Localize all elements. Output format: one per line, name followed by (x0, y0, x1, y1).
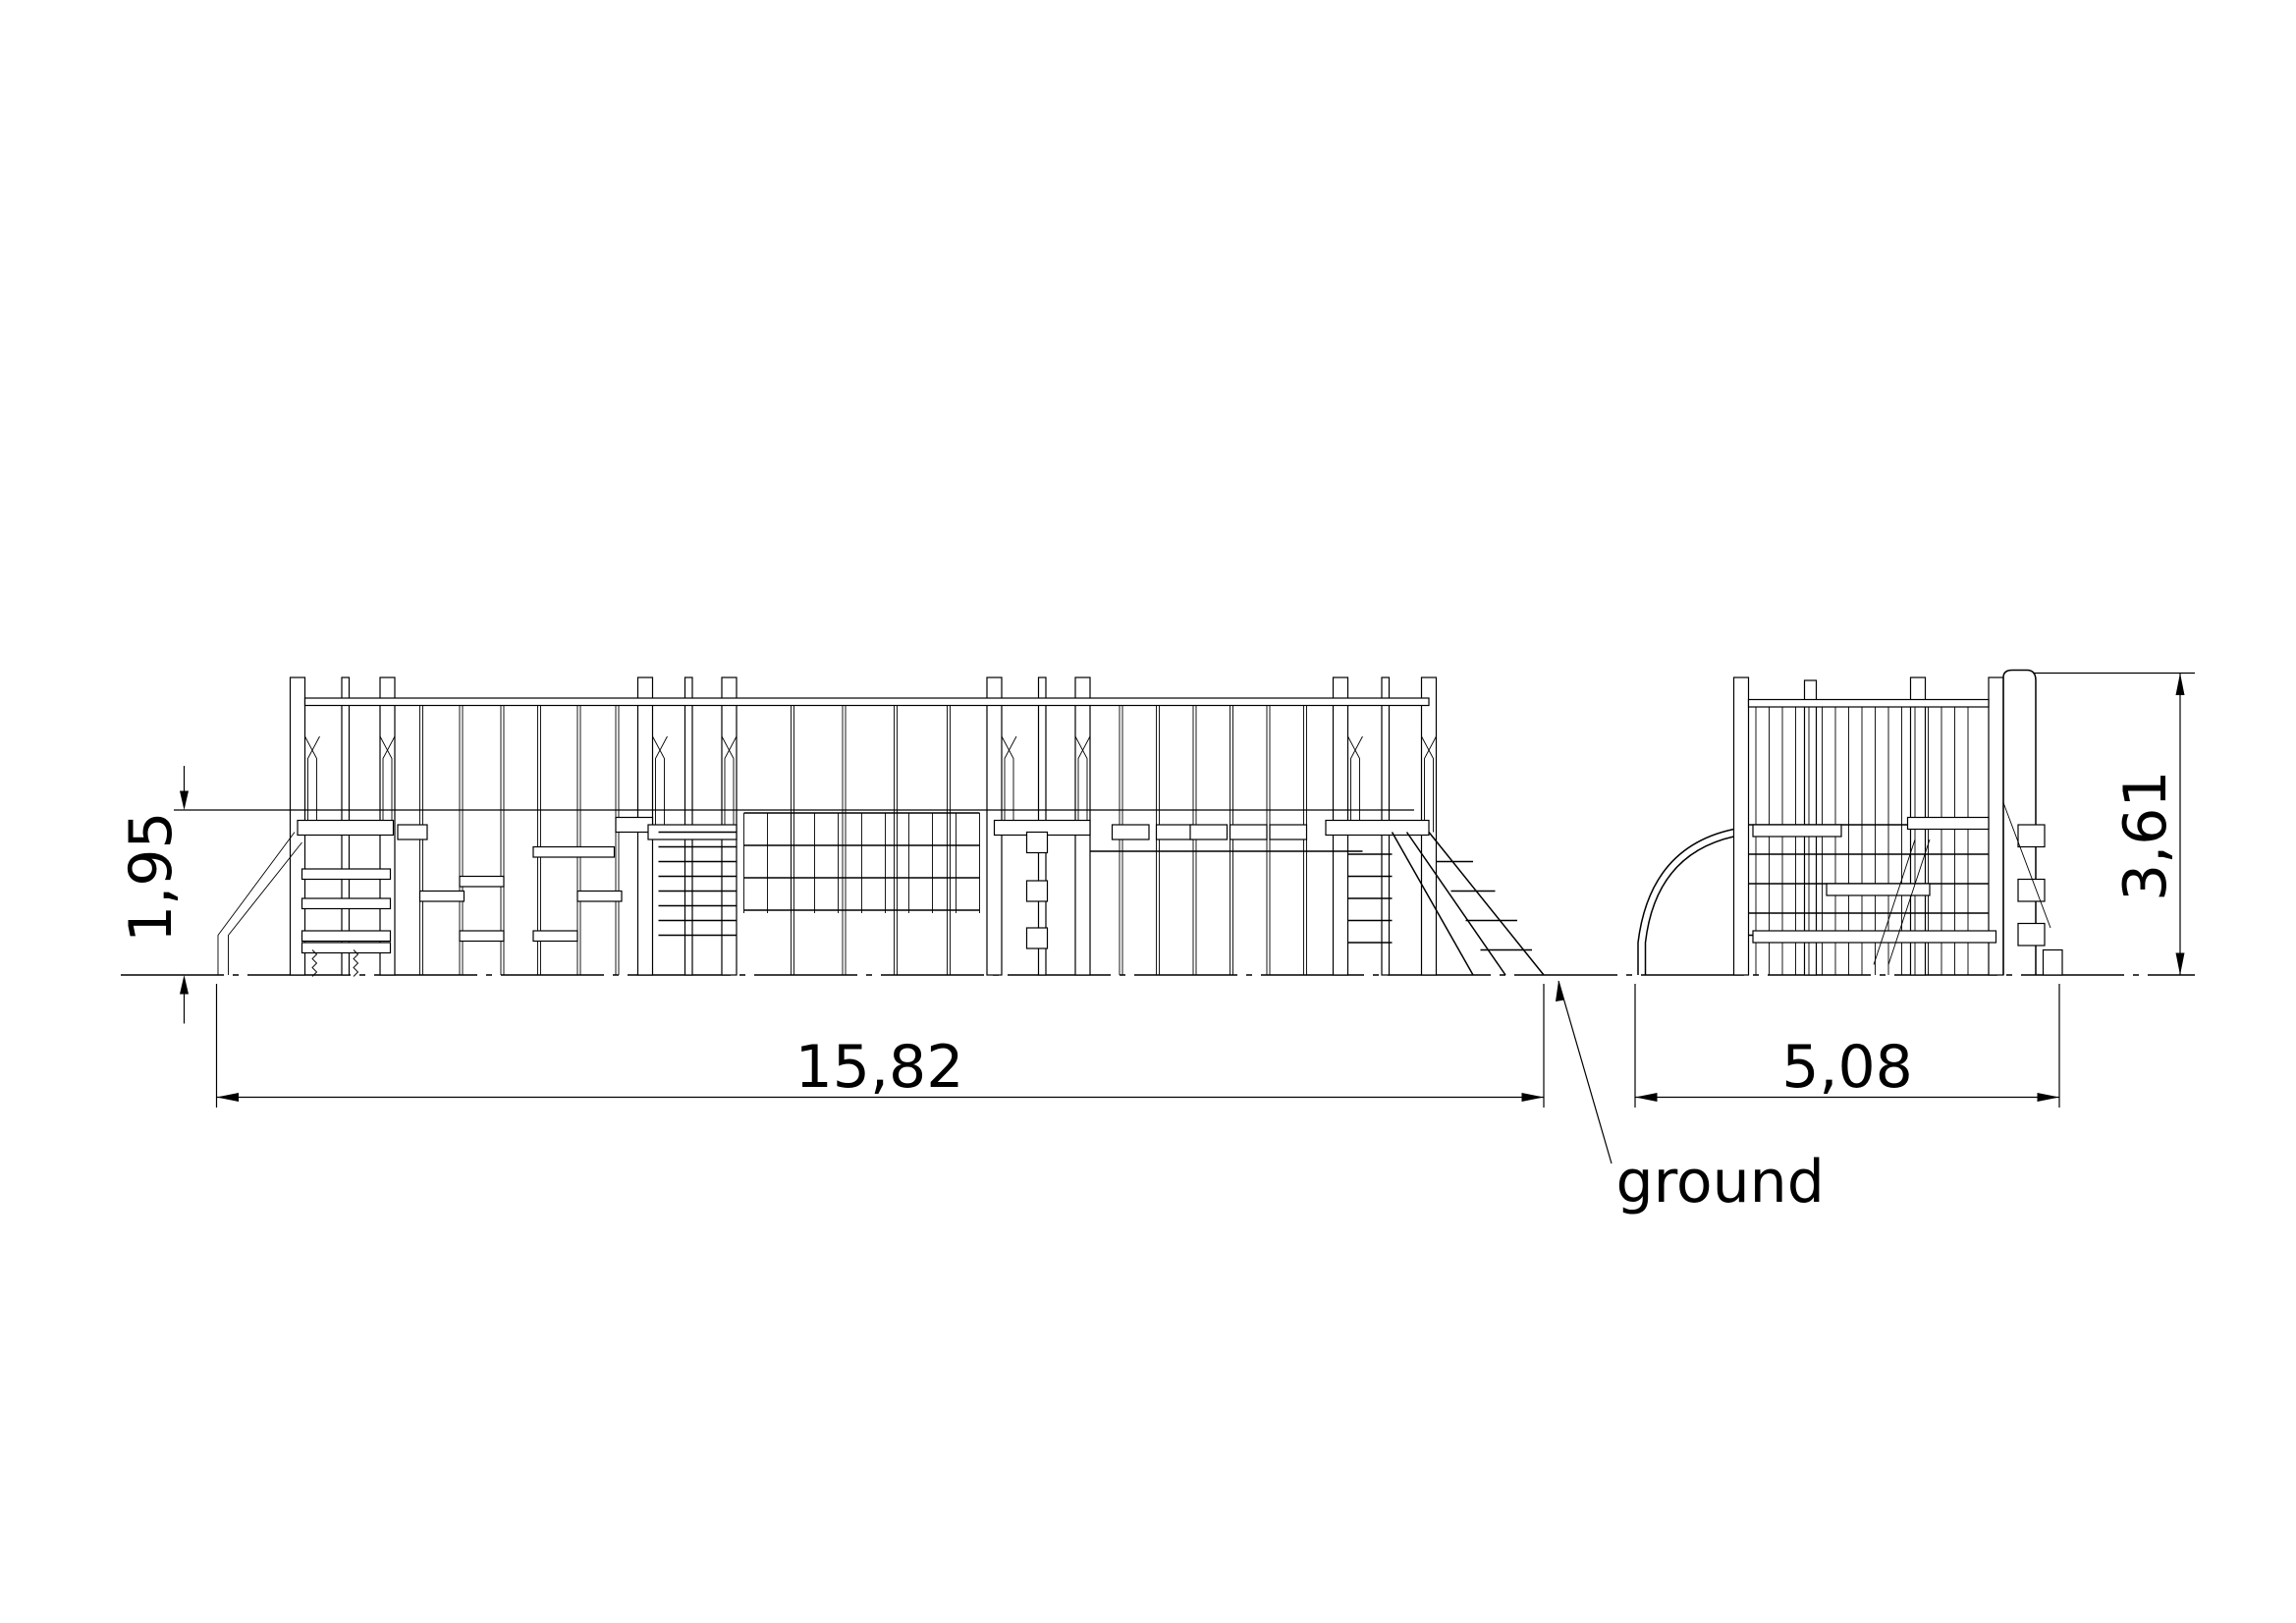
top-rail (303, 697, 1430, 707)
ground-annotation: ground (1556, 980, 1825, 1217)
deck-board (1826, 883, 1931, 896)
ladder-rung (301, 930, 392, 943)
block (1025, 831, 1049, 854)
hanging-step (532, 930, 578, 943)
spring-icon (2042, 948, 2063, 976)
handrail (217, 832, 302, 975)
hanging-step (532, 845, 616, 858)
block (2017, 922, 2046, 947)
side-elevation-view (1637, 669, 2063, 976)
deck-board (1752, 930, 1997, 944)
deck-board (397, 824, 428, 840)
deck-board (1325, 819, 1430, 837)
arrowhead (1521, 1093, 1544, 1102)
dimension-total-height: 3,61 (2033, 672, 2195, 975)
deck-board (1269, 824, 1308, 840)
climbing-net-rope (1391, 832, 1474, 976)
deck-board (1155, 824, 1194, 840)
spring-icon (311, 949, 359, 977)
dimension-label-15-82: 15,82 (795, 1033, 964, 1102)
block (2017, 824, 2046, 848)
deck-board (1189, 824, 1229, 840)
brace (1421, 735, 1437, 833)
slide (1637, 828, 1734, 975)
dimension-side-width: 5,08 (1634, 984, 2060, 1108)
hanging-step (418, 890, 465, 902)
arrowhead (180, 975, 189, 995)
grab-handle (2002, 669, 2037, 975)
post (1732, 676, 1750, 976)
arrowhead (1635, 1093, 1658, 1102)
deck-board (297, 819, 395, 837)
arrowhead (180, 790, 189, 810)
leader-line (1558, 980, 1613, 1164)
brace (652, 735, 668, 833)
ladder-rung (301, 942, 392, 954)
dimension-label-1-95: 1,95 (117, 811, 186, 943)
hanging-step (459, 930, 505, 943)
hanging-step (459, 875, 505, 888)
brace (1001, 735, 1017, 833)
arrowhead (216, 1093, 239, 1102)
dimension-platform-height: 1,95 (117, 766, 1414, 1024)
arrowhead (2037, 1093, 2059, 1102)
deck-board (1111, 824, 1150, 840)
arrowhead (1556, 981, 1564, 1001)
brace (379, 735, 396, 833)
front-elevation-view (217, 676, 1545, 977)
ladder-rung (301, 868, 392, 881)
rope (1873, 802, 2051, 965)
deck-board (1229, 824, 1268, 840)
brace (1347, 735, 1363, 833)
arrowhead (2175, 952, 2185, 975)
arrowhead (2175, 673, 2185, 695)
deck-board (1752, 824, 1842, 838)
ladder-rung (301, 897, 392, 910)
deck-board (1906, 816, 1990, 831)
dimension-label-5-08: 5,08 (1781, 1033, 1913, 1102)
brace (1074, 735, 1091, 833)
climbing-net-rope (1405, 832, 1506, 976)
hanging-step (576, 890, 623, 902)
top-rail (1747, 698, 1990, 708)
ground-label: ground (1616, 1148, 1825, 1217)
climbing-net-rope (1428, 832, 1545, 976)
block (2017, 878, 2046, 902)
dimension-label-3-61: 3,61 (2111, 770, 2180, 901)
block (1025, 927, 1049, 949)
block (1025, 880, 1049, 902)
brace (721, 735, 738, 833)
brace (304, 735, 320, 833)
dimension-front-length: 15,82 (215, 984, 1545, 1108)
deck-board (615, 816, 654, 834)
